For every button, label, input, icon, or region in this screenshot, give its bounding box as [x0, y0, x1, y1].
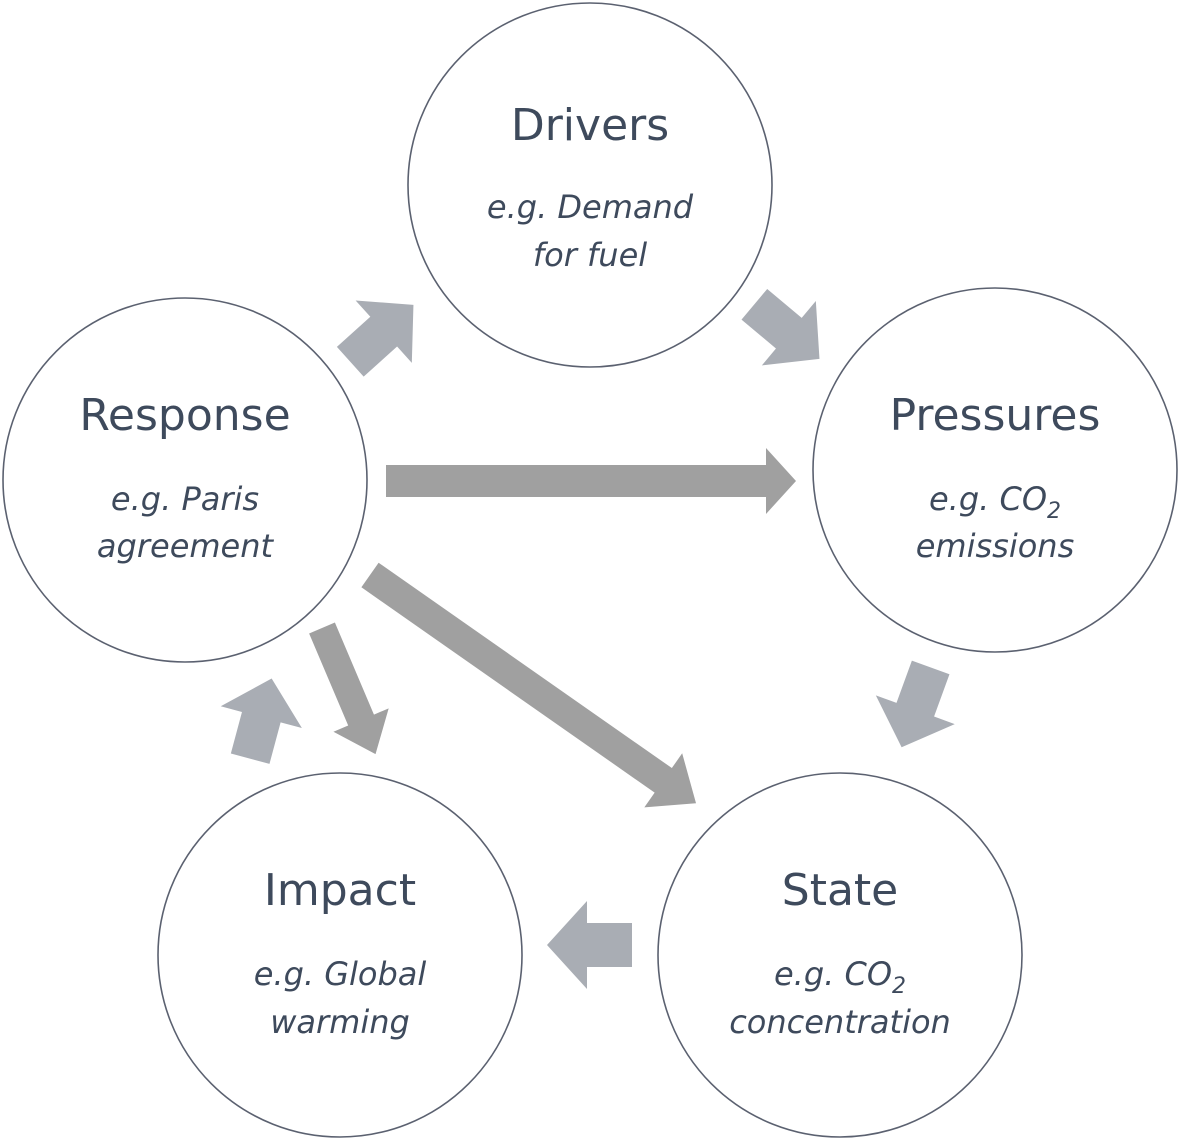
response-title: Response — [79, 390, 290, 441]
state-example-subscript: 2 — [892, 974, 906, 999]
impact-example-line1: e.g. Global — [254, 955, 427, 993]
pressures-example-line2: emissions — [916, 527, 1075, 565]
arrow-response-to-pressures — [386, 448, 796, 514]
arrow-state-to-impact — [547, 901, 632, 989]
response-example-line2: agreement — [97, 527, 275, 565]
pressures-circle — [812, 287, 1178, 653]
drivers-title: Drivers — [511, 100, 669, 151]
arrow-pressures-to-state — [875, 660, 955, 748]
impact-example-line2: warming — [270, 1003, 410, 1041]
state-example-line1: e.g. CO2 — [774, 955, 906, 999]
response-example-line1: e.g. Paris — [111, 480, 259, 518]
drivers-circle — [407, 2, 773, 368]
response-circle — [2, 297, 368, 663]
arrow-response-to-drivers — [336, 300, 414, 377]
state-title: State — [782, 865, 898, 916]
pressures-title: Pressures — [890, 390, 1101, 441]
arrow-impact-to-response — [220, 678, 302, 764]
node-drivers: Drivers e.g. Demand for fuel — [407, 2, 773, 368]
node-state: State e.g. CO2 concentration — [657, 772, 1023, 1138]
pressures-example-line1: e.g. CO2 — [929, 480, 1061, 524]
node-response: Response e.g. Paris agreement — [2, 297, 368, 663]
state-circle — [657, 772, 1023, 1138]
drivers-example-line1: e.g. Demand — [487, 188, 694, 226]
impact-title: Impact — [264, 865, 416, 916]
state-example-prefix: e.g. CO — [774, 955, 892, 993]
pressures-example-subscript: 2 — [1047, 499, 1061, 524]
arrow-response-to-impact — [309, 622, 389, 755]
node-pressures: Pressures e.g. CO2 emissions — [812, 287, 1178, 653]
node-impact: Impact e.g. Global warming — [157, 772, 523, 1138]
impact-circle — [157, 772, 523, 1138]
arrow-response-to-state — [361, 562, 697, 808]
drivers-example-line2: for fuel — [533, 236, 647, 274]
state-example-line2: concentration — [729, 1003, 951, 1041]
arrow-drivers-to-pressures — [741, 288, 820, 366]
pressures-example-prefix: e.g. CO — [929, 480, 1047, 518]
